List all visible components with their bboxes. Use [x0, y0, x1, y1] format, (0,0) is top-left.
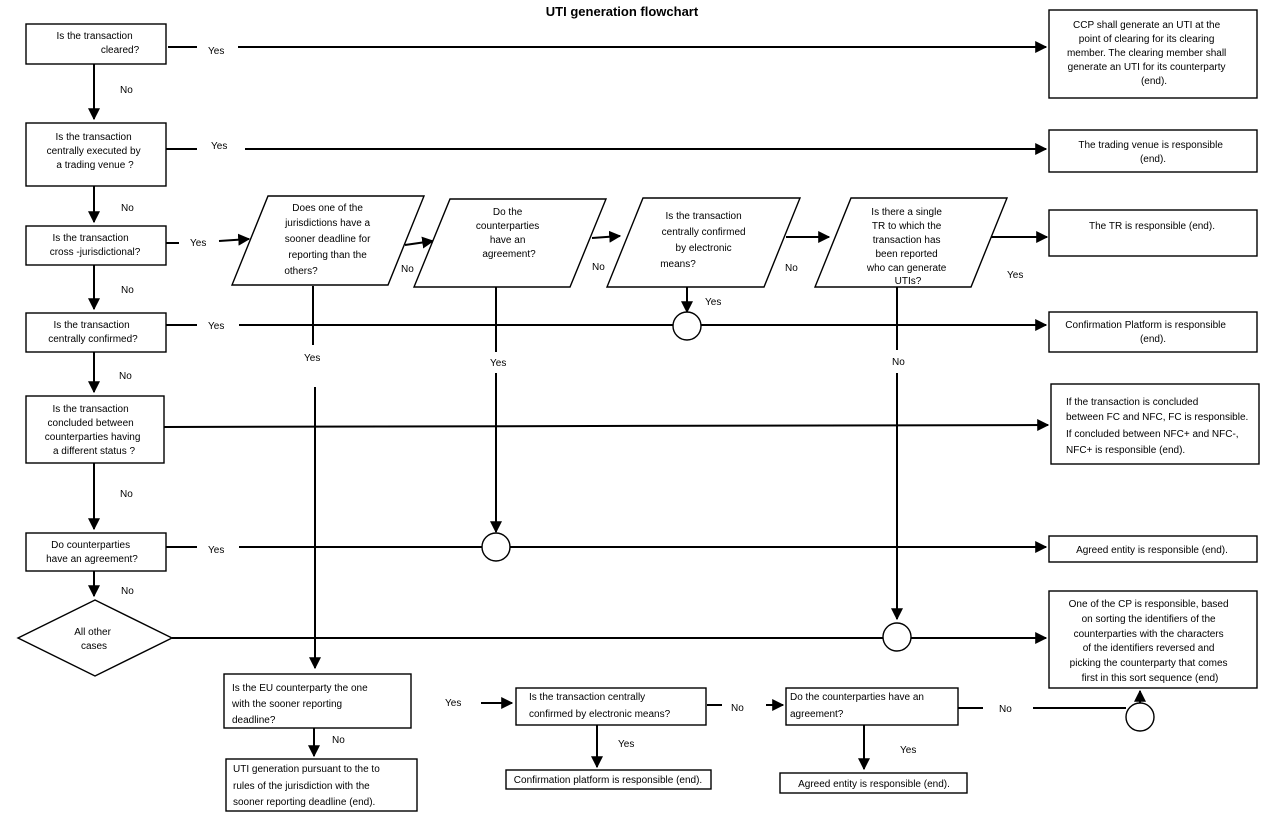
- label-yes-p3: Yes: [705, 297, 721, 308]
- label-yes-p2: Yes: [490, 358, 506, 369]
- junction-circle-other: [882, 622, 912, 652]
- label-yes-p1: Yes: [304, 353, 320, 364]
- result-text-ccp: CCP shall generate an UTI at the point o…: [1067, 20, 1229, 87]
- question-text-centrally-executed: Is the transaction centrally executed by…: [47, 132, 144, 171]
- label-no-q5: No: [120, 489, 133, 500]
- arrow-p2-p3: [591, 230, 622, 243]
- result-text-confirmation-platform: Confirmation Platform is responsible (en…: [1065, 320, 1228, 345]
- label-no-q2: No: [121, 203, 134, 214]
- question-box-centrally-confirmed: [25, 312, 167, 353]
- result-text-tr: The TR is responsible (end).: [1089, 221, 1215, 232]
- junction-circle-agreement: [481, 532, 511, 562]
- arrow-q3-p1: [218, 233, 251, 246]
- label-no-q3: No: [121, 285, 134, 296]
- label-yes-q3: Yes: [190, 238, 206, 249]
- question-box-cleared: [25, 23, 167, 65]
- edge-labels: Yes No Yes No Yes No Yes No No Yes No No…: [119, 46, 1023, 756]
- result-box-agreed-entity: [1048, 535, 1258, 563]
- question-text-agreement: Do counterparties have an agreement?: [46, 540, 138, 565]
- question-text-electronic-confirmation: Is the transaction centrally confirmed b…: [529, 692, 671, 720]
- connectors: [88, 41, 1146, 771]
- question-text-eu-counterparty: Is the EU counterparty the one with the …: [231, 683, 370, 726]
- question-box-centrally-executed: [25, 122, 167, 187]
- question-text-centrally-confirmed: Is the transaction centrally confirmed?: [48, 320, 138, 345]
- result-text-confirmation-platform-bottom: Confirmation platform is responsible (en…: [514, 775, 702, 786]
- page-title: UTI generation flowchart: [546, 4, 699, 19]
- label-no-b3: No: [999, 704, 1012, 715]
- question-text-counterparties-agreement: Do the counterparties have an agreement?: [790, 692, 927, 720]
- label-yes-q6: Yes: [208, 545, 224, 556]
- result-box-confirmation-platform-bottom: [505, 769, 712, 790]
- question-box-different-status: [25, 395, 165, 464]
- parallelogram-counterparties-agreement: [412, 198, 608, 288]
- parallelogram-text-counterparties-agreement: Do the counterparties have an agreement?: [476, 207, 542, 260]
- label-no-p3: No: [785, 263, 798, 274]
- result-text-agreed-entity: Agreed entity is responsible (end).: [1076, 545, 1228, 556]
- label-yes-b3: Yes: [900, 745, 916, 756]
- label-yes-q4: Yes: [208, 321, 224, 332]
- label-no-q6: No: [121, 586, 134, 597]
- question-box-counterparties-agreement: [785, 687, 959, 726]
- question-box-eu-counterparty: [223, 673, 412, 729]
- question-box-agreement: [25, 532, 167, 572]
- junction-circle-confirmed: [672, 311, 702, 341]
- label-yes-p4: Yes: [1007, 270, 1023, 281]
- question-box-electronic-confirmation: [515, 687, 707, 726]
- result-box-trading-venue: [1048, 129, 1258, 173]
- diamond-all-other-cases: [16, 599, 174, 677]
- label-no-p1: No: [401, 264, 414, 275]
- question-text-different-status: Is the transaction concluded between cou…: [45, 404, 143, 457]
- result-text-trading-venue: The trading venue is responsible (end).: [1078, 140, 1225, 165]
- arrow-p1-p2: [404, 236, 435, 249]
- parallelogram-electronic-means: [605, 197, 802, 288]
- arrow-q5-r5: [163, 419, 1050, 432]
- label-yes-q1: Yes: [208, 46, 224, 57]
- label-no-q4: No: [119, 371, 132, 382]
- junction-circle-bottom: [1125, 702, 1155, 732]
- result-box-agreed-entity-bottom: [779, 772, 968, 794]
- result-box-ccp: [1048, 9, 1258, 99]
- result-box-different-status: [1050, 383, 1260, 465]
- label-yes-q2: Yes: [211, 141, 227, 152]
- result-text-jurisdiction-rules: UTI generation pursuant to the to rules …: [233, 764, 383, 808]
- question-text-cross-jurisdictional: Is the transaction cross -jurisdictional…: [50, 233, 141, 258]
- parallelogram-sooner-deadline: [230, 195, 426, 286]
- label-yes-b1: Yes: [445, 698, 461, 709]
- parallelogram-single-tr: [813, 197, 1009, 288]
- result-text-one-of-cp: One of the CP is responsible, based on s…: [1069, 599, 1232, 684]
- result-text-agreed-entity-bottom: Agreed entity is responsible (end).: [798, 779, 950, 790]
- result-box-tr: [1048, 209, 1258, 257]
- parallelogram-text-single-tr: Is there a single TR to which the transa…: [866, 207, 949, 287]
- label-no-q1: No: [120, 85, 133, 96]
- result-box-one-of-cp: [1048, 590, 1258, 689]
- result-text-different-status: If the transaction is concluded between …: [1066, 397, 1251, 456]
- diamond-text-all-other-cases: All other cases: [74, 627, 113, 652]
- label-yes-b2: Yes: [618, 739, 634, 750]
- question-box-cross-jurisdictional: [25, 225, 167, 266]
- result-box-confirmation-platform: [1048, 311, 1258, 353]
- label-no-b1: No: [332, 735, 345, 746]
- label-no-p2: No: [592, 262, 605, 273]
- question-text-cleared: Is the transaction cleared?: [57, 31, 140, 56]
- parallelogram-text-sooner-deadline: Does one of the jurisdictions have a soo…: [284, 203, 373, 277]
- result-box-jurisdiction-rules: [225, 758, 418, 812]
- parallelogram-text-electronic-means: Is the transaction centrally confirmed b…: [660, 211, 748, 270]
- label-no-p4: No: [892, 357, 905, 368]
- label-no-b2: No: [731, 703, 744, 714]
